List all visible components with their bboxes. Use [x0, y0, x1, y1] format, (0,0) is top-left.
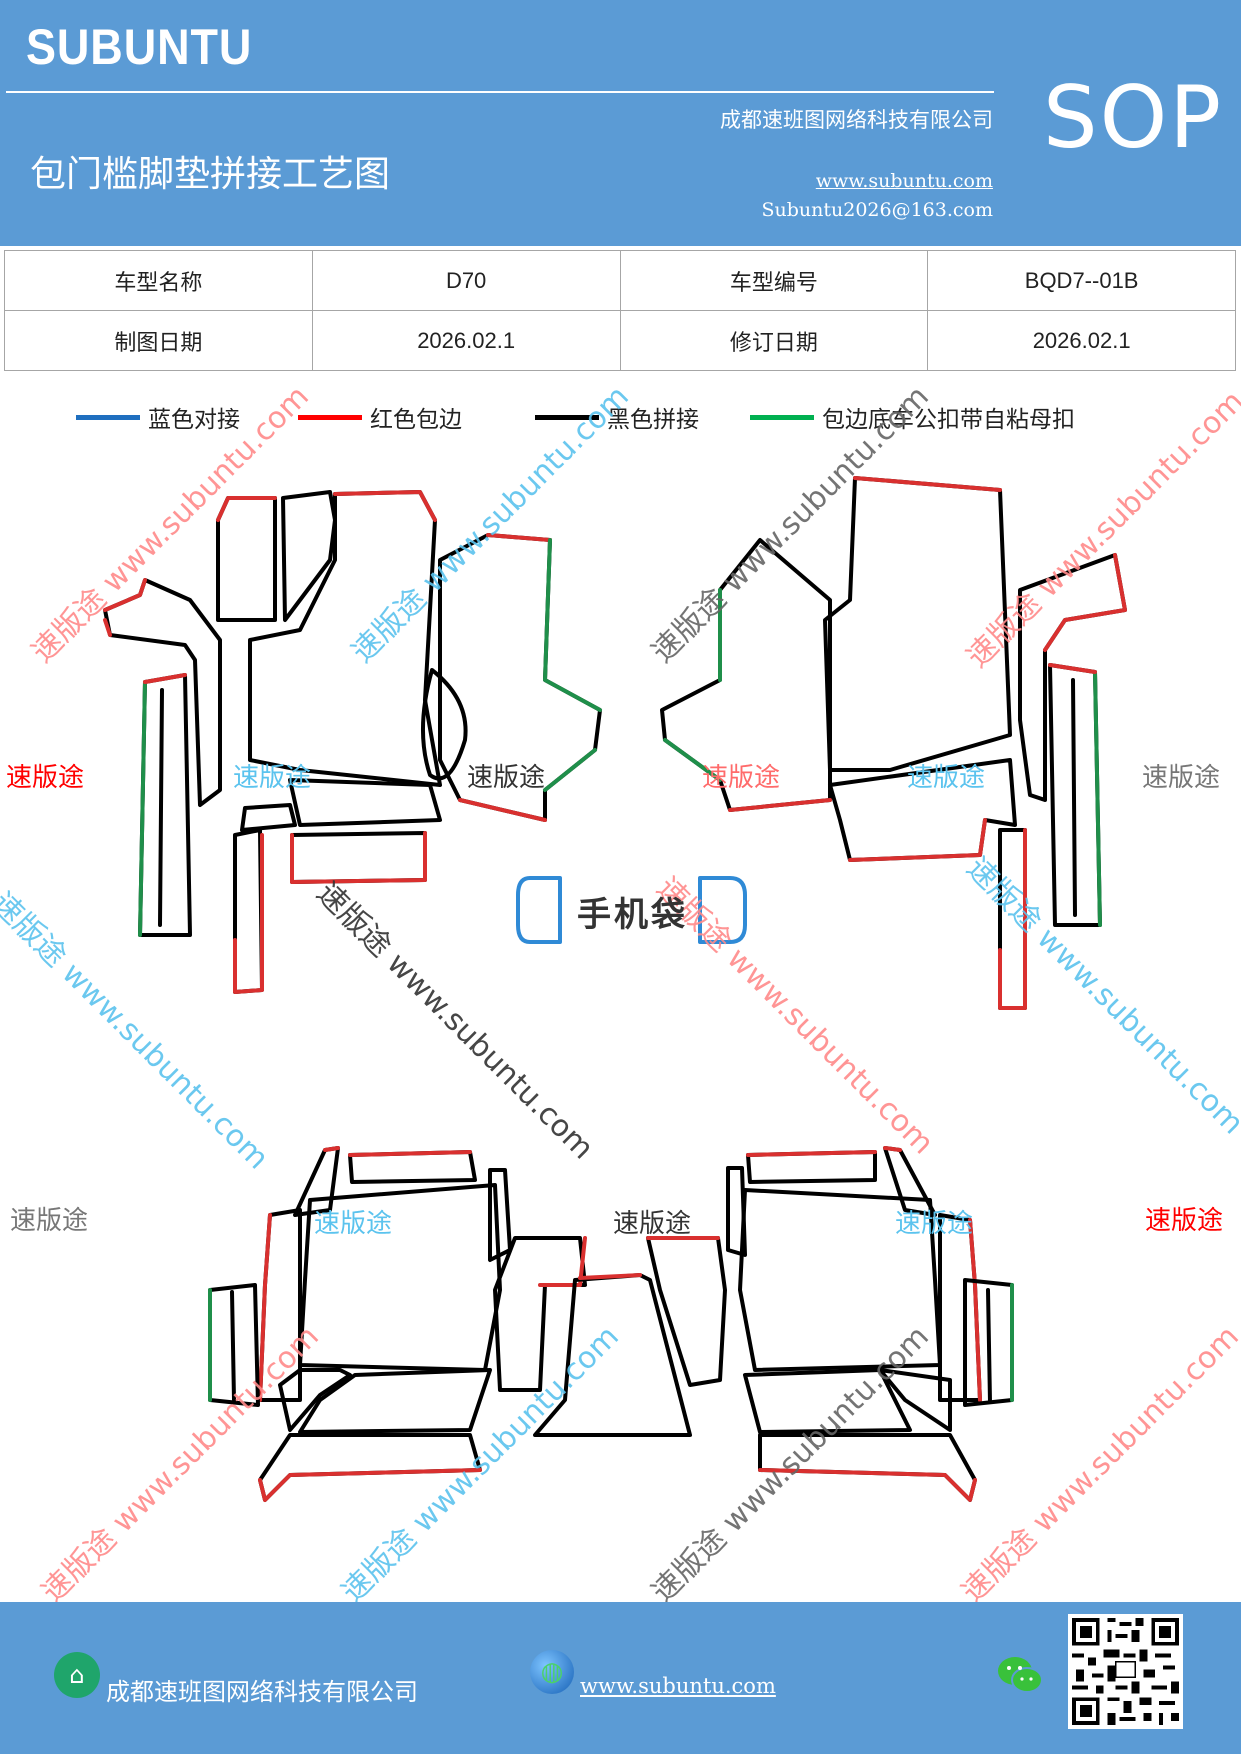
legend: 蓝色对接 红色包边 黑色拼接 包边底车公扣带自粘母扣 [0, 400, 1241, 440]
qr-code [1068, 1614, 1183, 1729]
legend-item-red: 红色包边 [298, 400, 462, 434]
legend-swatch [76, 414, 140, 420]
watermark-text: 速版途 [613, 1209, 692, 1239]
value-revise-date: 2026.02.1 [927, 310, 1236, 371]
watermark-text: 速版途 [10, 1206, 89, 1236]
bottom-left-mat-group [208, 1146, 692, 1502]
wechat-icon[interactable] [996, 1654, 1044, 1698]
watermark-text: 速版途 [1145, 1206, 1224, 1236]
legend-swatch [298, 414, 362, 420]
legend-swatch [750, 414, 814, 420]
footer: ⌂ 成都速班图网络科技有限公司 ◍ www.subuntu.com [0, 1602, 1241, 1754]
top-left-mat-group [103, 490, 602, 994]
legend-label: 包边底车公扣带自粘母扣 [822, 407, 1075, 433]
website-link[interactable]: www.subuntu.com [815, 170, 993, 192]
watermark-text: 速版途 [314, 1209, 393, 1239]
header: SUBUNTU 包门槛脚垫拼接工艺图 成都速班图网络科技有限公司 www.sub… [0, 0, 1241, 246]
label-model-name: 车型名称 [4, 250, 313, 311]
phone-pocket-group [516, 876, 747, 944]
phone-pocket-label: 手机袋 [577, 895, 688, 935]
document-title: 包门槛脚垫拼接工艺图 [30, 154, 391, 195]
legend-item-blue: 蓝色对接 [76, 400, 240, 434]
value-model-name: D70 [311, 250, 621, 311]
legend-item-green: 包边底车公扣带自粘母扣 [750, 400, 1075, 434]
legend-swatch [535, 414, 599, 420]
brand-logo: SUBUNTU [26, 19, 253, 75]
watermark-text: 速版途 [233, 763, 312, 793]
watermark-text: 速版途 [6, 763, 85, 793]
watermark-text: 速版途 [702, 763, 781, 793]
footer-website-link[interactable]: www.subuntu.com [580, 1674, 776, 1698]
info-table: 车型名称 D70 车型编号 BQD7--01B 制图日期 2026.02.1 修… [4, 250, 1236, 371]
bottom-right-mat-group [646, 1146, 1014, 1502]
header-divider [6, 91, 994, 93]
footer-company-name: 成都速班图网络科技有限公司 [106, 1678, 418, 1706]
sop-label: SOP [1043, 68, 1224, 168]
legend-label: 蓝色对接 [148, 407, 240, 433]
watermark-text: 速版途 [907, 763, 986, 793]
watermark-text: 速版途 [467, 763, 546, 793]
legend-label: 黑色拼接 [607, 407, 699, 433]
watermark-text: 速版途 [895, 1209, 974, 1239]
email-address[interactable]: Subuntu2026@163.com [761, 199, 993, 221]
label-draw-date: 制图日期 [4, 310, 313, 371]
mat-splicing-diagram [103, 476, 1127, 1502]
value-draw-date: 2026.02.1 [311, 310, 621, 371]
legend-label: 红色包边 [370, 407, 462, 433]
globe-icon: ◍ [530, 1650, 574, 1694]
company-name: 成都速班图网络科技有限公司 [720, 108, 993, 132]
value-model-code: BQD7--01B [927, 250, 1236, 311]
label-revise-date: 修订日期 [619, 310, 929, 371]
top-right-mat-group [660, 476, 1127, 1010]
table-row: 制图日期 2026.02.1 修订日期 2026.02.1 [4, 310, 1236, 371]
home-icon: ⌂ [54, 1652, 100, 1698]
watermark-text: 速版途 [1142, 763, 1221, 793]
label-model-code: 车型编号 [619, 250, 929, 311]
table-row: 车型名称 D70 车型编号 BQD7--01B [4, 250, 1236, 311]
legend-item-black: 黑色拼接 [535, 400, 699, 434]
